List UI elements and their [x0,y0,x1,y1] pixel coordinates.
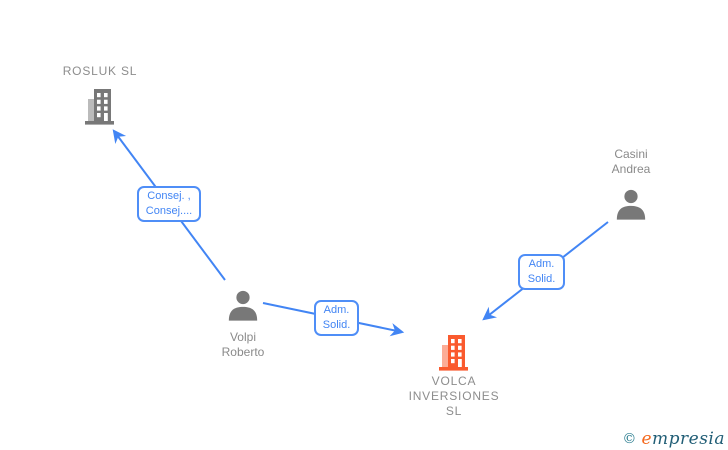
company-name-label: ROSLUK SL [62,64,138,78]
building-icon [85,89,114,125]
edge-label-adm-solid-volpi[interactable]: Adm. Solid. [314,300,359,336]
edge-label-line2: Solid. [527,273,556,285]
person-second-line: Roberto [221,345,265,359]
edge-label-consej[interactable]: Consej. , Consej.... [137,186,201,222]
copyright-symbol: © [622,431,637,447]
node-casini[interactable]: Casini Andrea [581,147,681,221]
person-first-line: Volpi [229,330,256,344]
node-volpi[interactable]: Volpi Roberto [193,289,293,360]
company-name-line1: VOLCA [431,374,477,388]
company-name-line2: INVERSIONES [408,389,500,403]
empresia-logo[interactable]: © empresia [622,429,725,449]
edge-label-adm-solid-casini[interactable]: Adm. Solid. [518,254,565,290]
edge-label-line1: Adm. [323,304,350,316]
node-rosluk[interactable]: ROSLUK SL [38,64,162,125]
edge-label-line2: Consej.... [145,205,193,217]
person-name-label: Volpi Roberto [222,330,265,360]
building-icon [439,335,468,371]
brand-rest: mpresia [652,429,725,449]
company-name-label: VOLCA INVERSIONES SL [409,374,500,419]
person-icon [228,290,258,321]
person-name-label: Casini Andrea [612,147,651,177]
brand-wordmark: empresia [641,429,725,449]
edge-label-line1: Consej. , [147,190,191,202]
person-first-line: Casini [614,147,648,161]
node-volca[interactable]: VOLCA INVERSIONES SL [394,333,514,419]
company-name-line3: SL [445,404,463,418]
person-icon [616,189,646,220]
edge-label-line1: Adm. [528,258,555,270]
person-second-line: Andrea [611,162,651,176]
brand-initial: e [641,429,652,449]
edge-label-line2: Solid. [322,319,351,331]
